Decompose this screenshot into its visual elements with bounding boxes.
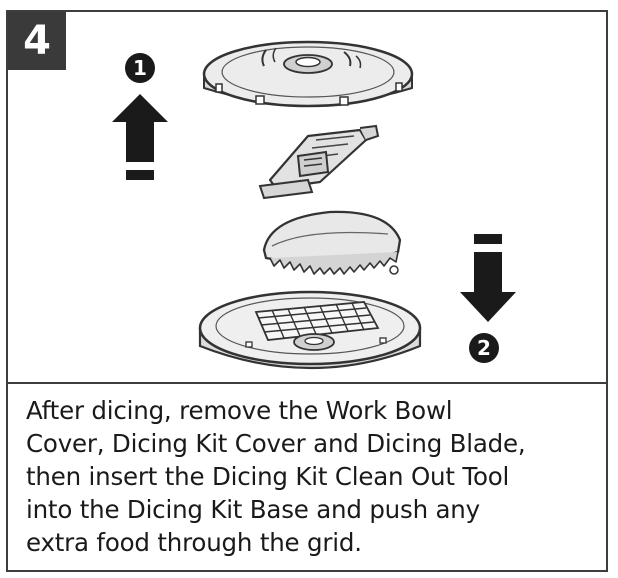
assembly-illustration: 1 2 xyxy=(112,40,516,370)
svg-text:1: 1 xyxy=(133,56,147,80)
instruction-line: extra food through the grid. xyxy=(26,528,362,557)
dicing-grid xyxy=(254,301,380,341)
step-number-badge: 4 xyxy=(8,12,66,70)
instruction-line: into the Dicing Kit Base and push any xyxy=(26,495,480,524)
step-marker-1: 1 xyxy=(125,53,155,83)
instruction-card: 1 2 4 After dicing, remove the Work Bowl… xyxy=(6,10,608,572)
dicing-kit-cover xyxy=(202,40,414,108)
instruction-line: After dicing, remove the Work Bowl xyxy=(26,396,453,425)
arrow-up-icon xyxy=(112,94,168,180)
clean-out-tool xyxy=(258,124,380,200)
svg-text:2: 2 xyxy=(477,336,491,360)
section-divider xyxy=(8,382,606,384)
dicing-kit-base xyxy=(198,290,422,370)
arrow-down-icon xyxy=(460,234,516,322)
instruction-line: Cover, Dicing Kit Cover and Dicing Blade… xyxy=(26,429,526,458)
instruction-line: then insert the Dicing Kit Clean Out Too… xyxy=(26,462,510,491)
step-marker-2: 2 xyxy=(469,333,499,363)
instruction-text: After dicing, remove the Work Bowl Cover… xyxy=(26,394,596,559)
dicing-blade xyxy=(262,210,402,275)
